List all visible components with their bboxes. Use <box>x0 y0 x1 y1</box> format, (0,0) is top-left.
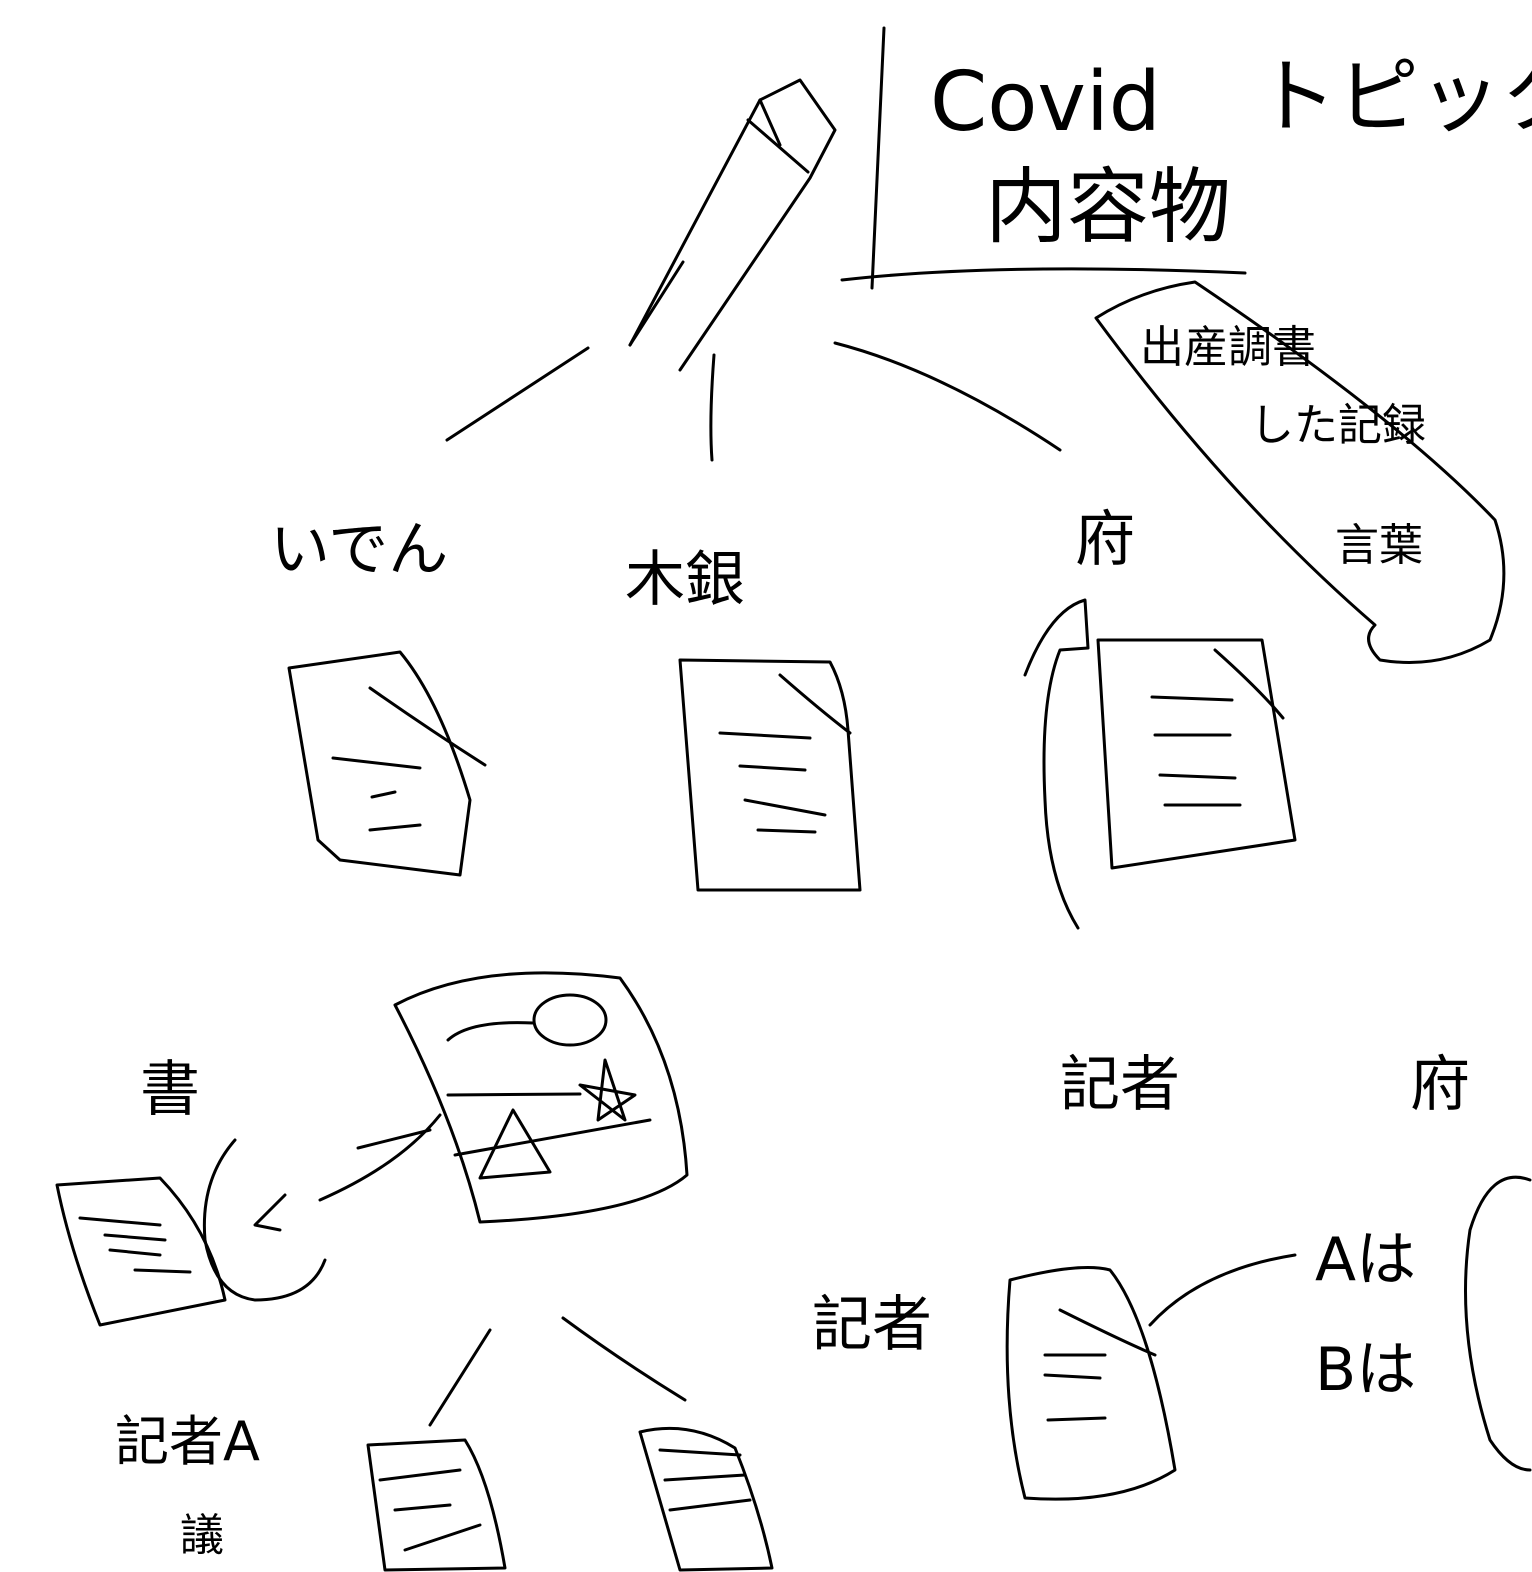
answer-brace <box>1464 1175 1532 1472</box>
middle-lower-label: 記者 <box>812 1290 932 1360</box>
answer-a: Aは <box>1315 1225 1416 1295</box>
lower-right-label-1: 記者 <box>1060 1050 1180 1120</box>
middle-lower-group: 記者 Aは Bは <box>812 1175 1532 1501</box>
document-icon-right <box>1023 598 1297 930</box>
star-shape <box>578 1058 637 1122</box>
blackboard <box>393 971 689 1224</box>
note-line1: 出産調書 <box>1140 322 1316 373</box>
lower-left-group: 書 <box>55 971 689 1327</box>
connector-lower <box>318 1113 442 1202</box>
title-contents: 内容物 <box>985 160 1231 255</box>
triangle-shape <box>478 1108 552 1180</box>
document-icon-left <box>287 650 487 877</box>
title-area: Covid トピック 内容物 <box>840 26 1532 290</box>
branch-label-right: 府 <box>1075 505 1135 575</box>
answer-b: Bは <box>1315 1335 1416 1405</box>
title-divider-horizontal <box>840 267 1247 282</box>
branch-label-middle: 木銀 <box>625 545 745 615</box>
note-scroll: 出産調書 した記録 言葉 <box>1094 280 1506 664</box>
lower-right-label-2: 府 <box>1410 1050 1470 1120</box>
document-icon-middle <box>678 658 862 892</box>
blackboard-circle <box>532 993 608 1047</box>
head-silhouette <box>202 1138 327 1302</box>
bottom-doc-1 <box>366 1438 507 1572</box>
bottom-label: 記者A <box>115 1410 260 1473</box>
branch-left <box>445 346 590 442</box>
note-line2: した記録 <box>1250 400 1426 451</box>
title-covid: Covid <box>930 55 1161 150</box>
lower-left-label: 書 <box>140 1055 200 1125</box>
branch-right <box>833 341 1062 452</box>
bottom-sub-label: 議 <box>180 1510 224 1561</box>
bottom-group: 記者A 議 <box>115 1316 774 1572</box>
title-topic: トピック <box>1255 50 1532 145</box>
pen-icon <box>628 78 837 372</box>
book-icon <box>55 1176 227 1327</box>
branch-lines <box>445 341 1062 462</box>
title-divider-vertical <box>870 26 886 290</box>
branch-middle <box>709 353 716 462</box>
branch-label-left: いでん <box>270 515 448 585</box>
middle-lower-doc <box>1005 1266 1177 1501</box>
note-line3: 言葉 <box>1335 520 1423 571</box>
bottom-doc-2 <box>638 1426 774 1572</box>
